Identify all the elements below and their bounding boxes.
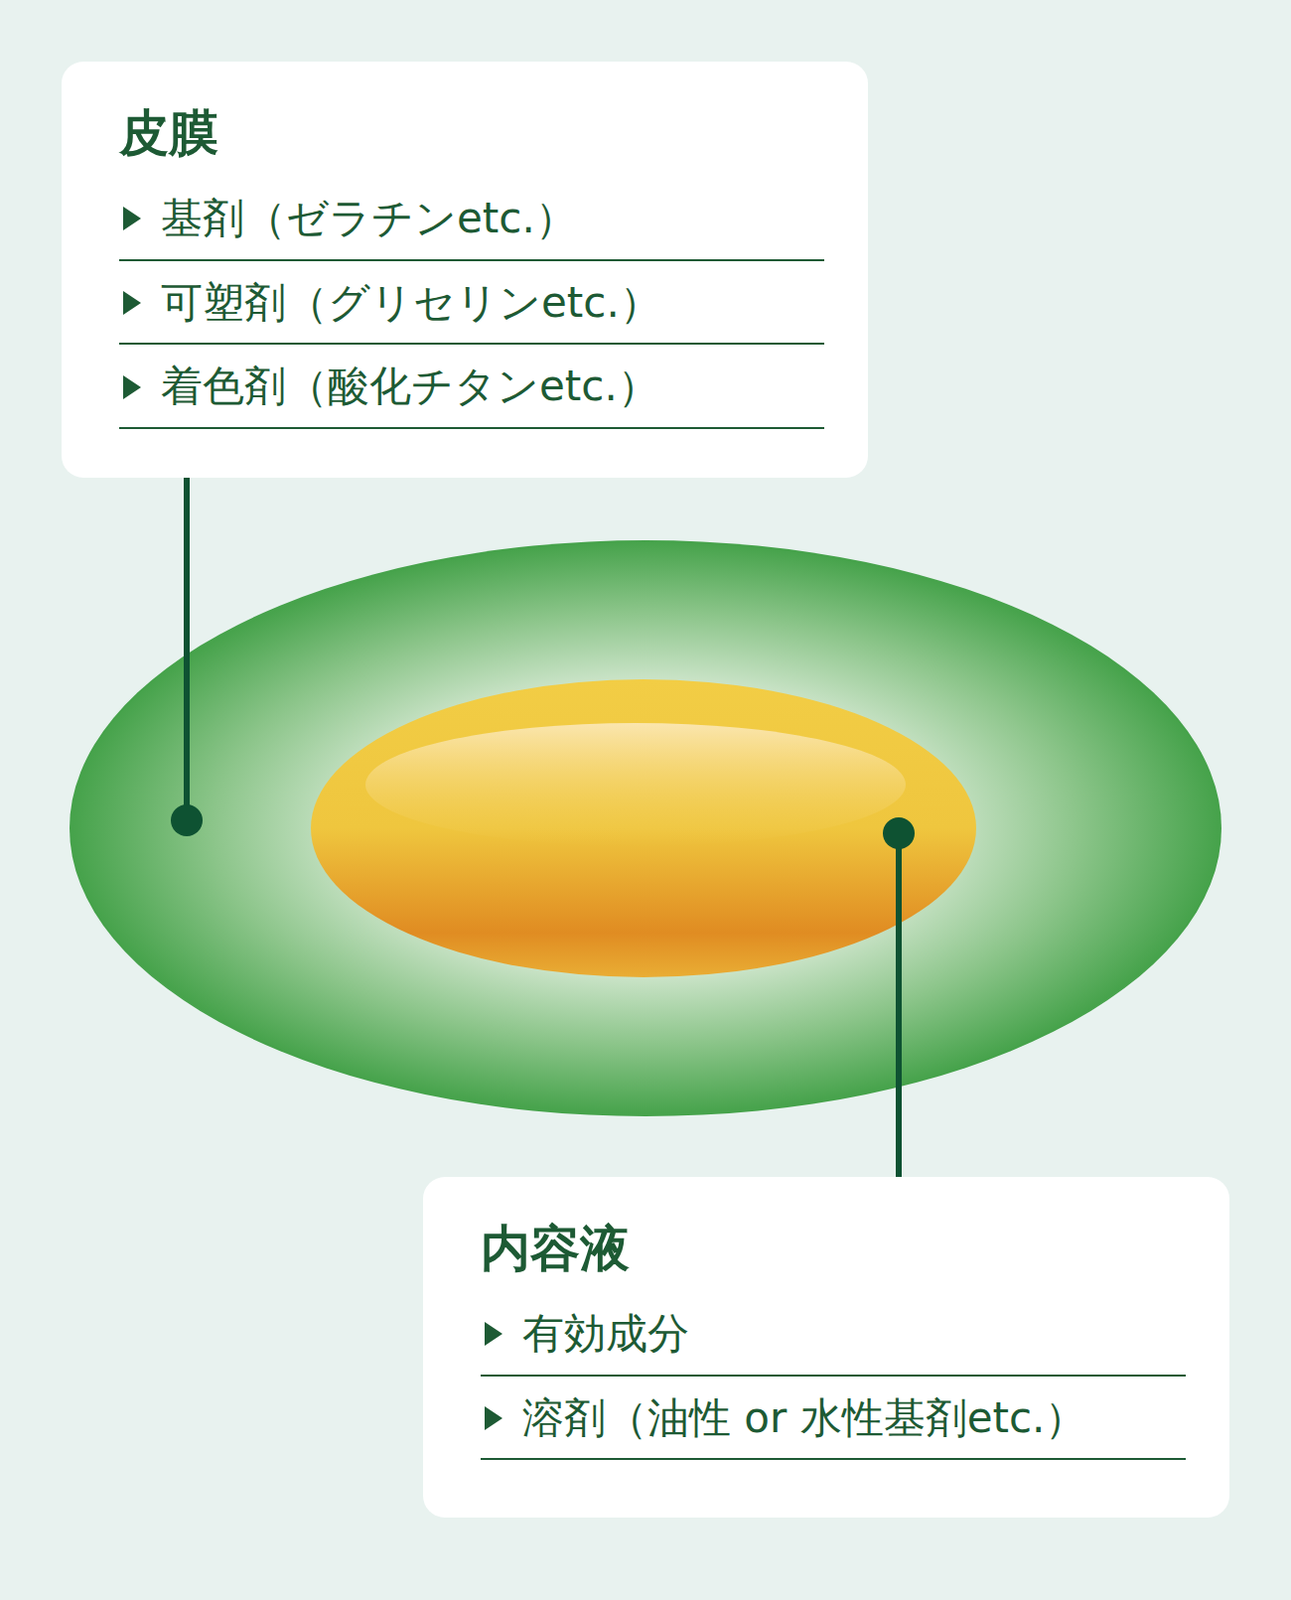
leader-line	[183, 466, 190, 821]
list-row: 溶剤（油性 or 水性基剤etc.）	[480, 1376, 1186, 1461]
callout-box: 皮膜基剤（ゼラチンetc.） 可塑剤（グリセリンetc.） 着色剤（酸化チタンetc…	[61, 61, 868, 478]
list-row: 有効成分	[480, 1291, 1186, 1377]
list-item: 着色剤（酸化チタンetc.）	[160, 358, 660, 416]
leader-dot	[882, 817, 915, 850]
bullet-triangle	[123, 290, 142, 315]
capsule-fill	[310, 679, 977, 978]
leader-dot	[170, 804, 203, 837]
box-heading: 皮膜	[119, 103, 825, 163]
bullet-triangle	[484, 1406, 503, 1431]
list-item: 溶剤（油性 or 水性基剤etc.）	[522, 1390, 1087, 1447]
leader-line	[895, 833, 902, 1187]
capsule-highlight	[365, 722, 906, 847]
bullet-triangle	[123, 206, 142, 231]
list-row: 基剤（ゼラチンetc.）	[119, 176, 825, 262]
callout-box: 内容液有効成分溶剤（油性 or 水性基剤etc.）	[423, 1176, 1230, 1518]
list-item: 有効成分	[522, 1305, 690, 1363]
bullet-triangle	[123, 375, 142, 400]
list-row: 可塑剤（グリセリンetc.）	[119, 261, 825, 346]
list-item: 可塑剤（グリセリンetc.）	[160, 275, 662, 332]
box-heading: 内容液	[480, 1218, 1186, 1279]
list-row: 着色剤（酸化チタンetc.）	[119, 344, 825, 430]
bullet-triangle	[484, 1321, 503, 1346]
list-item: 基剤（ゼラチンetc.）	[160, 190, 577, 248]
capsule-shell	[69, 540, 1222, 1117]
